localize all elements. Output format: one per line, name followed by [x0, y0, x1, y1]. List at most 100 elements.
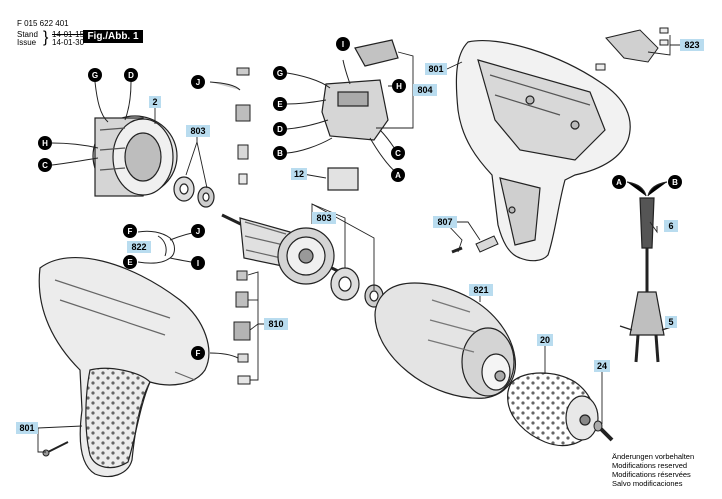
lever-807	[451, 235, 499, 254]
svg-text:12: 12	[294, 169, 304, 179]
part-label-24: 24	[594, 360, 610, 372]
svg-text:5: 5	[668, 317, 673, 327]
connector-A-switch: A	[391, 168, 405, 182]
switch-assembly-804	[321, 39, 399, 191]
part-label-810: 810	[264, 318, 288, 330]
issue-date: 14-01-30	[52, 38, 85, 47]
svg-text:804: 804	[417, 85, 432, 95]
stator-2	[92, 115, 178, 197]
note-en: Modifications reserved	[612, 461, 688, 470]
part-label-801-bottom: 801	[16, 422, 38, 434]
svg-text:E: E	[127, 258, 133, 267]
chuck-20	[507, 372, 599, 447]
part-number: F 015 622 401	[17, 19, 69, 28]
connector-callouts: G D H C J I G H E D B C A F J E I F A B	[38, 37, 682, 360]
connector-G-stator: G	[88, 68, 102, 82]
connector-J-tie: J	[191, 224, 205, 238]
svg-text:6: 6	[668, 221, 673, 231]
svg-text:I: I	[197, 259, 199, 268]
housing-right-shell	[455, 40, 631, 262]
connector-D-switch: D	[273, 122, 287, 136]
part-label-821: 821	[469, 284, 493, 296]
stator-wires	[51, 81, 132, 166]
part-label-12: 12	[291, 168, 307, 180]
svg-text:801: 801	[19, 423, 34, 433]
svg-text:803: 803	[316, 213, 331, 223]
connector-B-cable: B	[668, 175, 682, 189]
svg-text:C: C	[42, 161, 48, 170]
svg-text:J: J	[196, 78, 200, 87]
svg-text:B: B	[277, 149, 283, 158]
svg-text:822: 822	[131, 242, 146, 252]
part-label-804: 804	[413, 84, 437, 96]
svg-text:D: D	[128, 71, 134, 80]
connector-D-stator: D	[124, 68, 138, 82]
switch-cap-823	[595, 27, 669, 71]
svg-text:807: 807	[437, 217, 452, 227]
note-fr: Modifications réservées	[612, 470, 691, 479]
part-label-2: 2	[149, 96, 161, 108]
armature-rotor	[221, 213, 341, 285]
brush-holders-lower-810	[209, 270, 251, 385]
connector-C-switch: C	[391, 146, 405, 160]
connector-H-switch: H	[392, 79, 406, 93]
stand-date: 14-01-15	[52, 30, 85, 39]
svg-text:B: B	[672, 178, 678, 187]
issue-label: Issue	[17, 38, 37, 47]
connector-C-stator: C	[38, 158, 52, 172]
svg-text:G: G	[92, 71, 98, 80]
svg-text:A: A	[395, 171, 401, 180]
connector-B-switch: B	[273, 146, 287, 160]
svg-text:24: 24	[597, 361, 607, 371]
stand-label: Stand	[17, 30, 38, 39]
part-label-823: 823	[680, 39, 704, 51]
svg-text:I: I	[342, 40, 344, 49]
svg-text:F: F	[128, 227, 133, 236]
note-es: Salvo modificaciones	[612, 479, 683, 488]
svg-text:821: 821	[473, 285, 488, 295]
connector-H-stator: H	[38, 136, 52, 150]
svg-text:G: G	[277, 69, 283, 78]
bearing-803-middle	[330, 267, 384, 308]
gear-housing-821	[374, 282, 516, 399]
svg-text:J: J	[196, 227, 200, 236]
bearing-803-left	[173, 176, 215, 208]
header-brace: }	[43, 29, 49, 46]
figure-label: Fig./Abb. 1	[83, 30, 143, 43]
connector-J-brush: J	[191, 75, 205, 89]
connector-G-switch: G	[273, 66, 287, 80]
switch-wires	[286, 59, 399, 175]
part-label-803-top: 803	[186, 125, 210, 137]
svg-text:2: 2	[152, 97, 157, 107]
connector-F-tie: F	[123, 224, 137, 238]
part-label-803-middle: 803	[312, 212, 336, 224]
svg-text:20: 20	[540, 335, 550, 345]
connector-E-switch: E	[273, 97, 287, 111]
svg-text:E: E	[277, 100, 283, 109]
connector-A-cable: A	[612, 175, 626, 189]
svg-text:A: A	[616, 178, 622, 187]
connector-I-tie: I	[191, 256, 205, 270]
svg-text:F: F	[196, 349, 201, 358]
brush-holders-upper	[209, 67, 251, 185]
svg-text:H: H	[42, 139, 48, 148]
part-label-20: 20	[537, 334, 553, 346]
svg-text:823: 823	[684, 40, 699, 50]
connector-I-switch: I	[336, 37, 350, 51]
part-label-822: 822	[127, 241, 151, 253]
power-cable-6	[626, 181, 668, 292]
part-label-801-top: 801	[425, 63, 447, 75]
part-label-5: 5	[665, 316, 677, 328]
note-de: Änderungen vorbehalten	[612, 452, 695, 461]
svg-text:810: 810	[268, 319, 283, 329]
part-labels: 801 804 823 2 803 12 803 807 6 822 810 8…	[16, 39, 704, 434]
svg-text:801: 801	[428, 64, 443, 74]
svg-text:C: C	[395, 149, 401, 158]
part-label-807: 807	[433, 216, 457, 228]
svg-text:H: H	[396, 82, 402, 91]
svg-text:D: D	[277, 125, 283, 134]
housing-left-shell	[38, 256, 210, 478]
modification-notes: Änderungen vorbehalten Modifications res…	[612, 452, 694, 488]
connector-E-tie: E	[123, 255, 137, 269]
